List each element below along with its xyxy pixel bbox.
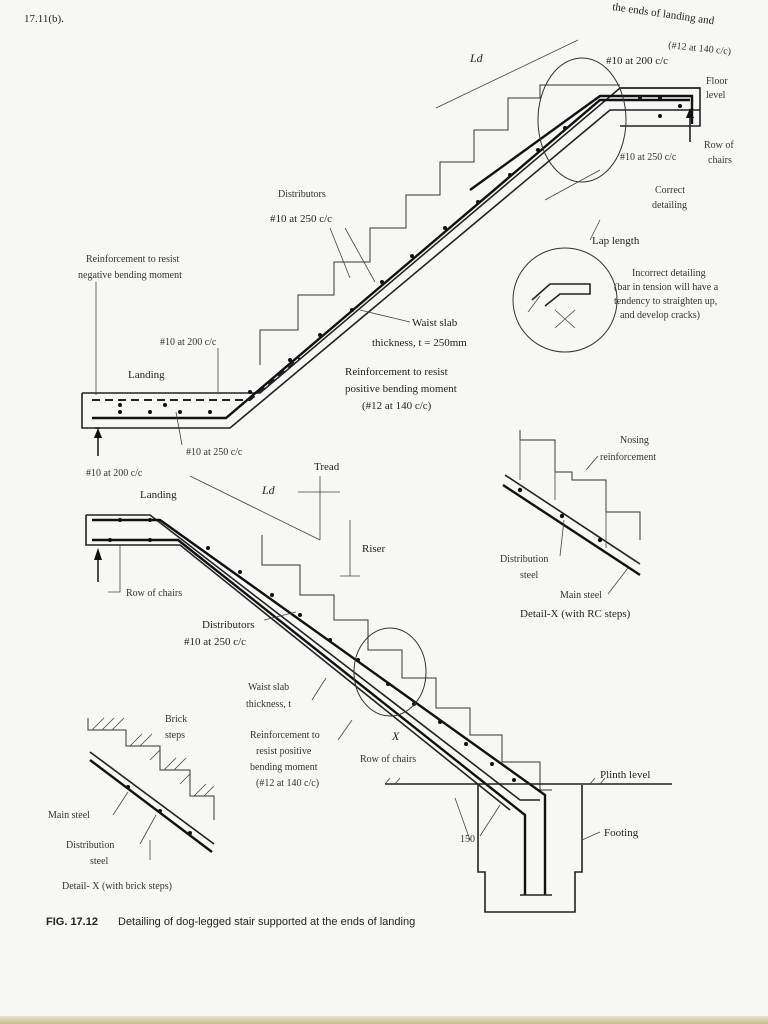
lbl-incorrect-3: tendency to straighten up, bbox=[614, 296, 717, 307]
bottom-landing-slab bbox=[86, 514, 540, 801]
lbl-row-of: Row of bbox=[704, 140, 734, 151]
lbl-negative-2: negative bending moment bbox=[78, 270, 182, 281]
detail-brick-steps: Brick steps Main steel Distribution stee… bbox=[48, 714, 215, 892]
lbl-detailing: detailing bbox=[652, 200, 687, 211]
top-negative-bar bbox=[92, 357, 301, 401]
lbl-10-250-top: #10 at 250 c/c bbox=[620, 152, 677, 163]
bottom-main-bar-2 bbox=[92, 538, 527, 895]
header-fragment: the ends of landing and bbox=[612, 1, 716, 27]
lbl-row-of-chairs-2: Row of chairs bbox=[360, 754, 416, 765]
lbl-distributors-top-2: #10 at 250 c/c bbox=[270, 213, 332, 225]
detail-brick-title: Detail- X (with brick steps) bbox=[62, 881, 172, 892]
lbl-level: level bbox=[706, 90, 726, 101]
bottom-stair-section: #10 at 200 c/c Landing Ld Tread Riser Ro… bbox=[85, 461, 672, 913]
correct-detailing-circle bbox=[537, 57, 627, 183]
lbl-distributors-top: Distributors bbox=[278, 189, 326, 200]
bottom-stair-steps bbox=[261, 535, 552, 791]
lbl-waist-top-1: Waist slab bbox=[412, 317, 458, 329]
incorrect-detailing-bubble bbox=[512, 247, 618, 353]
lbl-landing-bottom: Landing bbox=[140, 489, 177, 501]
lbl-incorrect-2: (bar in tension will have a bbox=[614, 282, 719, 293]
lbl-distribution-rc-2: steel bbox=[520, 570, 539, 581]
lbl-ld-top: Ld bbox=[469, 51, 484, 65]
lbl-floor: Floor bbox=[706, 76, 728, 87]
top-floor-slab bbox=[620, 87, 701, 127]
lbl-brick-2: steps bbox=[165, 730, 185, 741]
top-waist-soffit bbox=[95, 109, 700, 429]
top-distributor-dots bbox=[118, 96, 682, 414]
lbl-landing-top: Landing bbox=[128, 369, 165, 381]
lbl-brick-1: Brick bbox=[165, 714, 187, 725]
lbl-distribution-rc-1: Distribution bbox=[500, 554, 548, 565]
lbl-incorrect-4: and develop cracks) bbox=[620, 310, 700, 321]
bottom-main-bar bbox=[92, 518, 547, 895]
lbl-distributors-bottom-2: #10 at 250 c/c bbox=[184, 636, 246, 648]
lbl-x-mark: X bbox=[391, 729, 400, 743]
page-bottom-edge bbox=[0, 1016, 768, 1024]
lbl-riser: Riser bbox=[362, 543, 386, 555]
bottom-ld-dim bbox=[189, 475, 321, 541]
top-main-bar bbox=[92, 98, 690, 420]
lbl-row-of-chairs-bottom: Row of chairs bbox=[126, 588, 182, 599]
lbl-waist-top-2: thickness, t = 250mm bbox=[372, 337, 467, 349]
footing bbox=[477, 785, 583, 913]
bottom-distributor-dots bbox=[108, 518, 516, 782]
lbl-plinth: Plinth level bbox=[600, 769, 650, 781]
lbl-nosing-1: Nosing bbox=[620, 435, 649, 446]
detail-rc-title: Detail-X (with RC steps) bbox=[520, 608, 631, 620]
lbl-ld-bottom: Ld bbox=[261, 483, 276, 497]
lbl-10-200-bottom: #10 at 200 c/c bbox=[86, 468, 143, 479]
lbl-nosing-2: reinforcement bbox=[600, 452, 656, 463]
top-landing-bar bbox=[469, 94, 694, 191]
header-ref: 17.11(b). bbox=[24, 13, 64, 25]
detail-x-circle bbox=[353, 627, 427, 717]
detail-rc-steps: Nosing reinforcement Distribution steel … bbox=[500, 430, 656, 620]
lbl-positive-bottom-1: Reinforcement to bbox=[250, 730, 320, 741]
top-stair-section: (#12 at 140 c/c) #10 at 200 c/c Floor le… bbox=[78, 39, 734, 458]
top-lap-dim bbox=[544, 169, 601, 201]
lbl-12-140: (#12 at 140 c/c) bbox=[668, 40, 732, 58]
lbl-10-200-left: #10 at 200 c/c bbox=[160, 337, 217, 348]
lbl-footing: Footing bbox=[604, 827, 639, 839]
lbl-150: 150 bbox=[460, 834, 475, 845]
lbl-distributors-bottom-1: Distributors bbox=[202, 619, 255, 631]
lbl-main-steel-rc: Main steel bbox=[560, 590, 602, 601]
lbl-negative-1: Reinforcement to resist bbox=[86, 254, 180, 265]
lbl-chairs: chairs bbox=[708, 155, 732, 166]
lbl-correct: Correct bbox=[655, 185, 685, 196]
lbl-main-steel-brick: Main steel bbox=[48, 810, 90, 821]
lbl-incorrect-1: Incorrect detailing bbox=[632, 268, 706, 279]
lbl-tread: Tread bbox=[314, 461, 340, 473]
top-landing-slab bbox=[81, 393, 100, 429]
lbl-distribution-brick-2: steel bbox=[90, 856, 109, 867]
lbl-positive-top-1: Reinforcement to resist bbox=[345, 366, 448, 378]
top-stair-steps bbox=[259, 84, 620, 365]
lbl-10-250-bottom: #10 at 250 c/c bbox=[186, 447, 243, 458]
top-ld-dim bbox=[435, 39, 579, 109]
caption-number: FIG. 17.12 bbox=[46, 916, 98, 928]
lbl-positive-bottom-3: bending moment bbox=[250, 762, 318, 773]
lbl-waist-bottom-2: thickness, t bbox=[246, 699, 291, 710]
lbl-waist-bottom-1: Waist slab bbox=[248, 682, 289, 693]
lbl-positive-top-3: (#12 at 140 c/c) bbox=[362, 400, 432, 412]
caption-text: Detailing of dog-legged stair supported … bbox=[118, 916, 415, 928]
lbl-lap-length: Lap length bbox=[592, 235, 640, 247]
lbl-10-200-top: #10 at 200 c/c bbox=[606, 55, 668, 67]
lbl-distribution-brick-1: Distribution bbox=[66, 840, 114, 851]
lbl-positive-bottom-2: resist positive bbox=[256, 746, 312, 757]
lbl-positive-bottom-4: (#12 at 140 c/c) bbox=[256, 778, 319, 789]
lbl-positive-top-2: positive bending moment bbox=[345, 383, 457, 395]
bottom-landing-soffit bbox=[85, 515, 511, 811]
